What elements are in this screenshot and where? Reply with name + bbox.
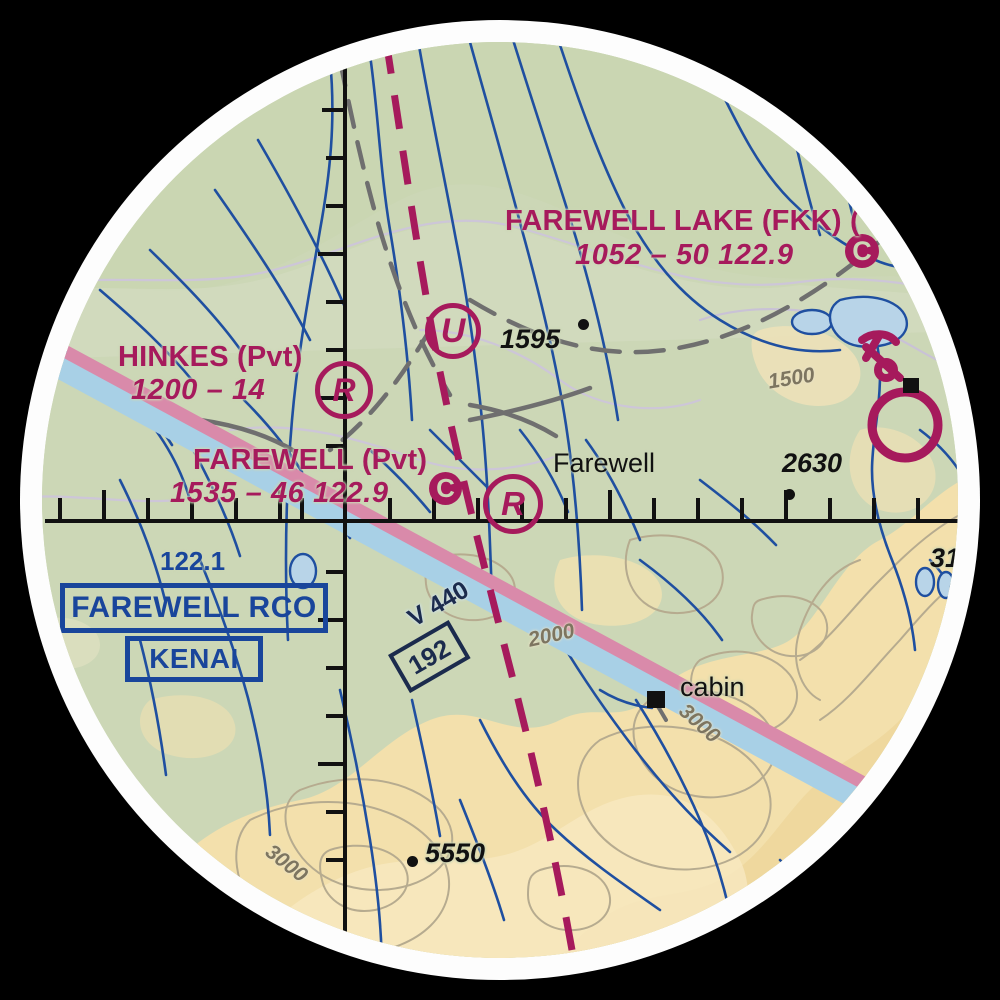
map-disc: U R C R C FAREWELL LAKE (FKK) ( 1052 – 5…	[42, 42, 958, 958]
elevation-dot-2630	[784, 489, 795, 500]
airport-data-hinkes: 1200 – 14	[131, 374, 266, 406]
rco-frequency: 122.1	[160, 546, 226, 576]
airport-badge-farewell-lake-c[interactable]: C	[845, 234, 879, 268]
rco-parent-label: KENAI	[149, 643, 239, 674]
contour-layer	[42, 219, 958, 958]
farewell-lake-runway-symbol	[867, 387, 943, 463]
graticule-layer	[45, 60, 958, 940]
seaplane-anchor-symbol	[858, 330, 904, 382]
elevation-label-2630: 2630	[782, 448, 843, 478]
place-label-farewell: Farewell	[553, 448, 656, 478]
airport-symbol-farewell-r[interactable]: R	[483, 474, 543, 534]
rco-box-kenai[interactable]: KENAI	[125, 636, 263, 682]
airport-data-farewell-lake: 1052 – 50 122.9	[575, 239, 794, 271]
airport-label-hinkes: HINKES (Pvt)	[118, 341, 303, 373]
airport-badge-farewell-c[interactable]: C	[429, 472, 462, 505]
airport-symbol-hinkes-r[interactable]: R	[315, 361, 373, 419]
elevation-label-1595: 1595	[500, 324, 561, 354]
rco-box-label: FAREWELL RCO	[71, 591, 317, 624]
rco-box-farewell[interactable]: FAREWELL RCO	[60, 583, 328, 633]
elevation-dot-5550	[407, 856, 418, 867]
elevation-label-31: 31	[930, 543, 958, 573]
elevation-dot-1595	[578, 319, 589, 330]
airway-centerline	[382, 42, 576, 951]
map-canvas: U R C R C FAREWELL LAKE (FKK) ( 1052 – 5…	[42, 42, 958, 958]
airport-label-farewell: FAREWELL (Pvt)	[193, 444, 428, 476]
airport-label-farewell-lake: FAREWELL LAKE (FKK) (	[505, 205, 860, 237]
cabin-square-marker	[647, 691, 665, 708]
airport-symbol-unverified-u[interactable]: U	[425, 303, 481, 359]
airport-data-farewell: 1535 – 46 122.9	[170, 477, 389, 509]
airport-symbol-layer	[858, 330, 943, 463]
elevation-label-5550: 5550	[425, 838, 486, 868]
place-label-cabin: cabin	[680, 672, 745, 702]
landmark-square	[903, 378, 919, 393]
